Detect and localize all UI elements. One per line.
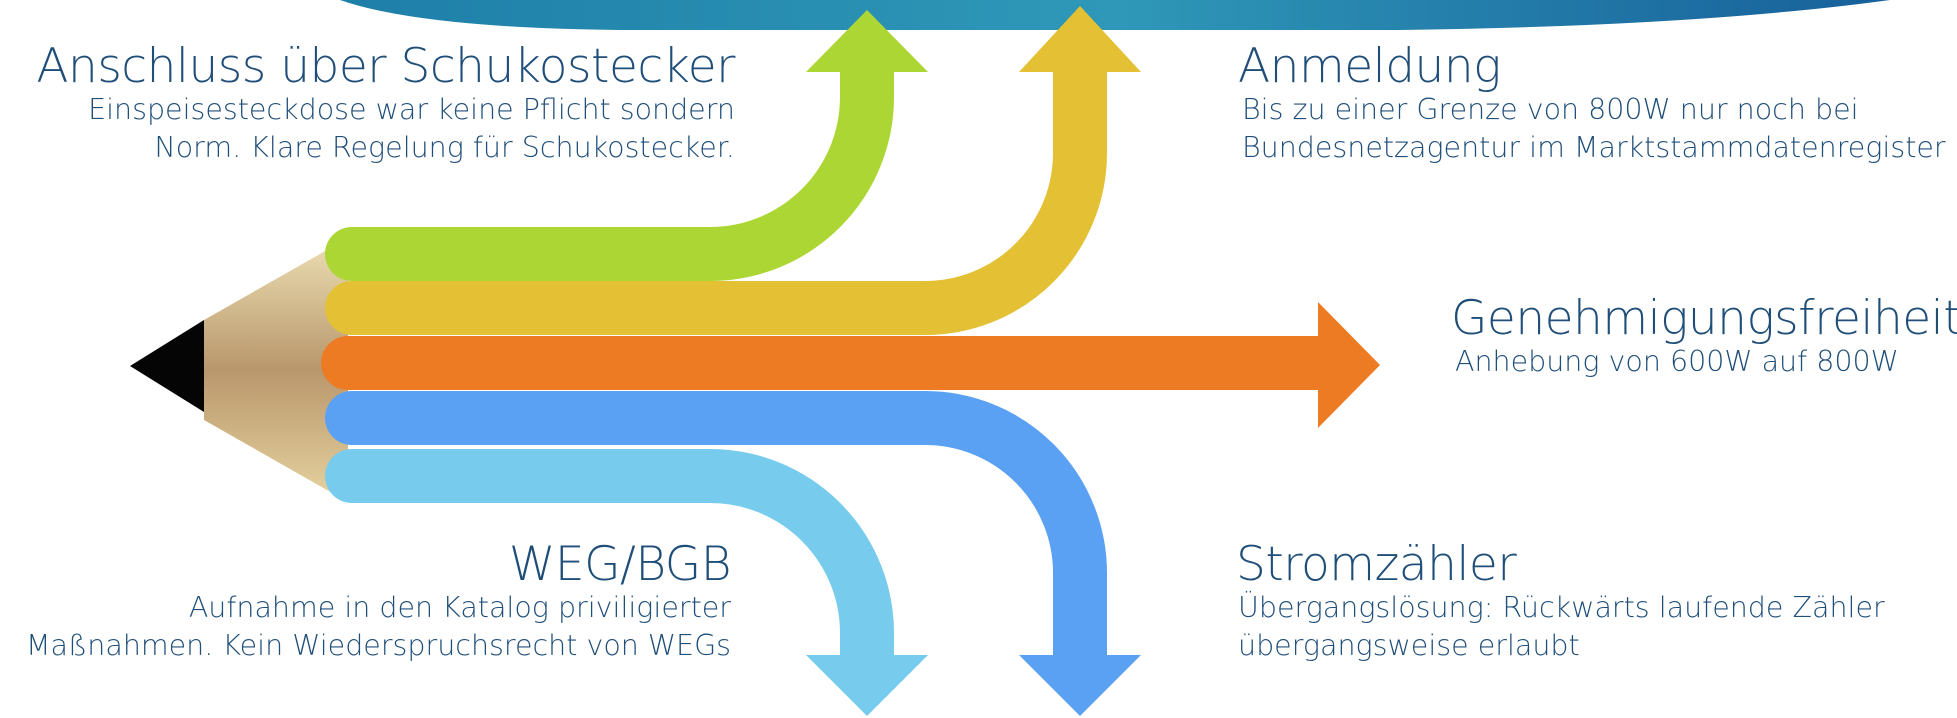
block-genehmigung: Genehmigungsfreiheit Anhebung von 600W a… <box>1451 294 1957 381</box>
genehmigung-title: Genehmigungsfreiheit <box>1451 291 1957 346</box>
arrow-green-head <box>806 10 928 72</box>
pencil-wood <box>204 238 348 502</box>
arrow-blue-head <box>1019 655 1141 716</box>
weg-line-2: Maßnahmen. Kein Wiederspruchsrecht von W… <box>25 629 731 663</box>
genehmigung-line-1: Anhebung von 600W auf 800W <box>1455 345 1899 379</box>
arrow-light-blue <box>325 449 894 685</box>
strom-line-1: Übergangslösung: Rückwärts laufende Zähl… <box>1238 591 1885 625</box>
strom-title: Stromzähler <box>1236 537 1517 592</box>
arrow-light-blue-head <box>806 655 928 716</box>
block-strom: Stromzähler Übergangslösung: Rückwärts l… <box>1236 540 1885 665</box>
arrow-yellow-head <box>1019 6 1141 72</box>
arrow-yellow <box>325 43 1107 335</box>
weg-line-1: Aufnahme in den Katalog priviligierter <box>188 591 731 625</box>
block-anschluss: Anschluss über Schukostecker Einspeisest… <box>36 42 735 167</box>
strom-line-2: übergangsweise erlaubt <box>1238 629 1580 663</box>
anschluss-line-2: Norm. Klare Regelung für Schukostecker. <box>154 131 735 165</box>
pencil-tip <box>130 320 204 412</box>
arrow-blue <box>325 391 1107 685</box>
anmeldung-line-1: Bis zu einer Grenze von 800W nur noch be… <box>1242 93 1859 127</box>
arrow-orange-head <box>1318 302 1380 428</box>
anmeldung-title: Anmeldung <box>1238 39 1501 94</box>
weg-title: WEG/BGB <box>508 537 732 592</box>
block-anmeldung: Anmeldung Bis zu einer Grenze von 800W n… <box>1238 42 1946 167</box>
top-banner <box>340 0 1890 30</box>
anmeldung-line-2: Bundesnetzagentur im Marktstammdatenregi… <box>1242 131 1946 165</box>
arrow-green <box>325 43 894 281</box>
anschluss-line-1: Einspeisesteckdose war keine Pflicht son… <box>88 93 735 127</box>
block-weg: WEG/BGB Aufnahme in den Katalog privilig… <box>25 537 732 665</box>
anschluss-title: Anschluss über Schukostecker <box>36 39 735 94</box>
